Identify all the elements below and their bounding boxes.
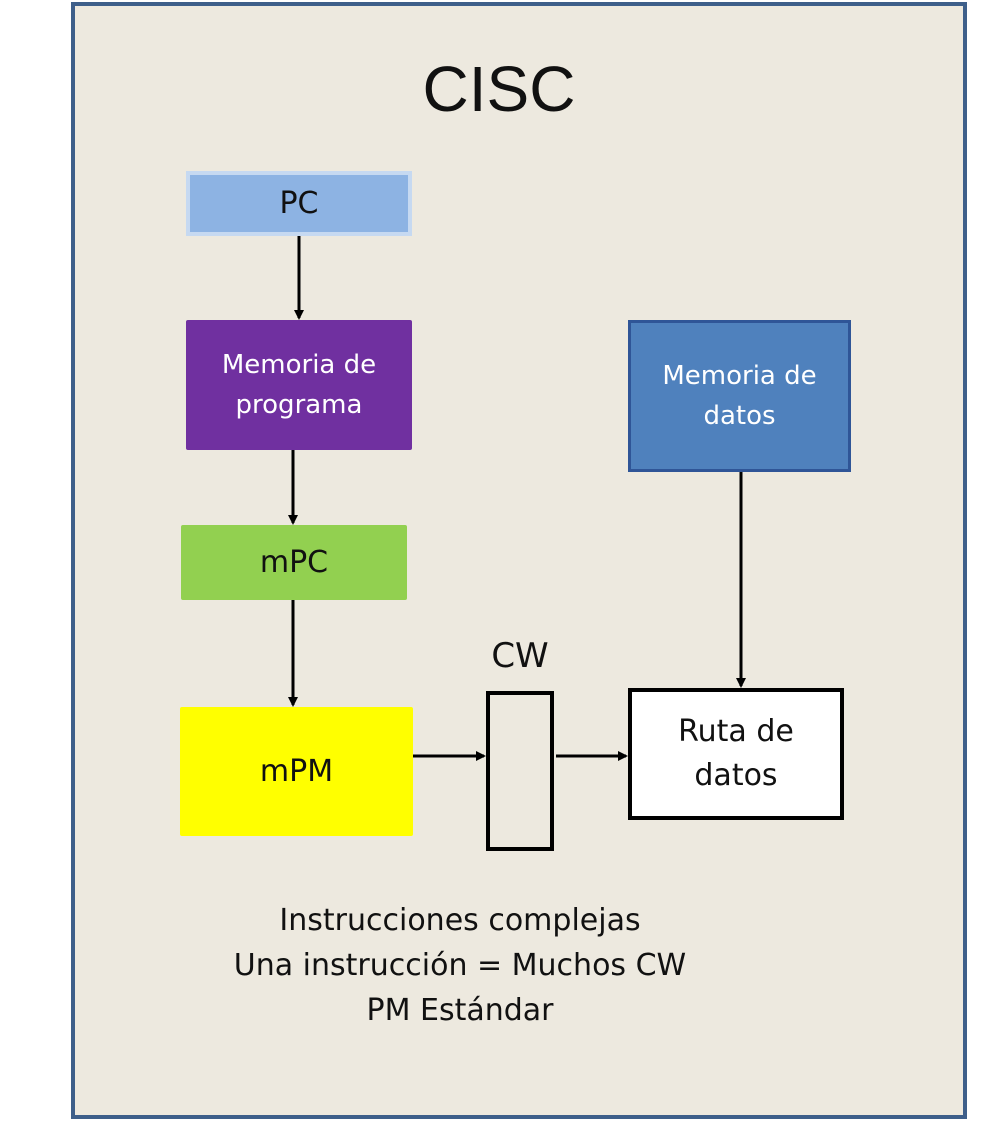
program-memory-label-line2: programa [235, 390, 363, 420]
note-line-1: Instrucciones complejas [279, 903, 641, 938]
datapath-label-line2: datos [694, 758, 778, 793]
note-line-2: Una instrucción = Muchos CW [233, 948, 687, 983]
program-memory-block: Memoria de programa [186, 320, 412, 450]
note-line-3: PM Estándar [366, 993, 554, 1028]
mpm-block: mPM [180, 707, 413, 836]
pc-label: PC [279, 186, 319, 221]
program-memory-label-line1: Memoria de [221, 350, 377, 380]
pc-block: PC [186, 171, 412, 236]
datapath-label-line1: Ruta de [678, 714, 794, 749]
data-memory-label-line1: Memoria de [662, 361, 817, 391]
data-memory-block: Memoria de datos [628, 320, 851, 472]
datapath-block: Ruta de datos [628, 688, 844, 820]
diagram-title: CISC [422, 53, 576, 125]
mpc-block: mPC [181, 525, 407, 600]
mpm-label: mPM [259, 754, 334, 789]
mpc-label: mPC [259, 545, 329, 580]
cw-label: CW [491, 636, 549, 676]
notes-block: Instrucciones complejas Una instrucción … [190, 898, 730, 1033]
cw-register-block [486, 691, 554, 851]
data-memory-label-line2: datos [703, 401, 776, 431]
